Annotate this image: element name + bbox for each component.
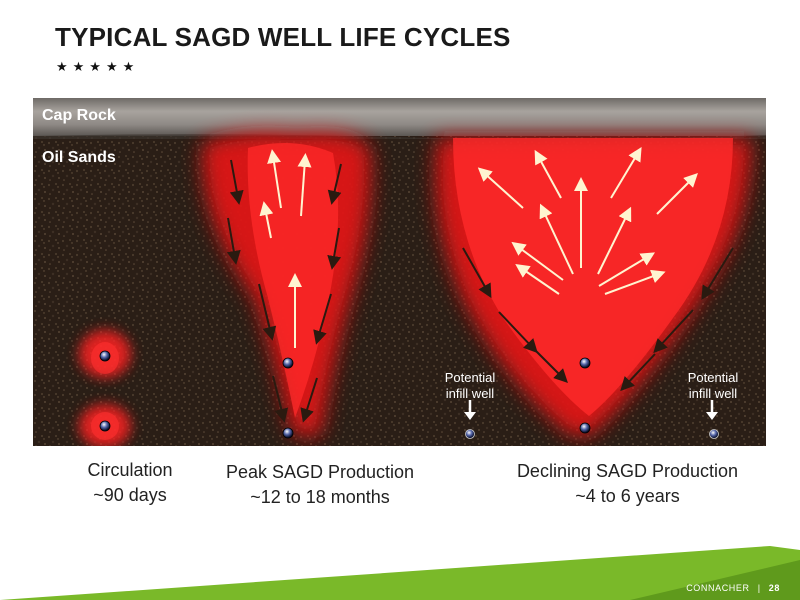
circulation-well-producer <box>99 420 111 432</box>
brand-name: CONNACHER <box>686 583 750 593</box>
stage-title: Circulation <box>87 460 173 480</box>
infill-arrow-left <box>464 400 476 420</box>
stage-duration: ~4 to 6 years <box>575 486 680 506</box>
stage-title: Peak SAGD Production <box>225 462 415 482</box>
sagd-diagram <box>33 98 766 446</box>
infill-label-left-line2: infill well <box>445 386 495 401</box>
cap-rock-layer <box>33 98 766 136</box>
page-number: 28 <box>768 583 780 593</box>
cap-rock-label: Cap Rock <box>42 107 116 124</box>
slide-title: TYPICAL SAGD WELL LIFE CYCLES <box>55 22 511 52</box>
footer-separator: | <box>757 583 761 593</box>
infill-label-right: Potential infill well <box>673 370 753 402</box>
infill-well-left <box>465 429 475 439</box>
infill-arrow-right <box>706 400 718 420</box>
peak-well-injector <box>282 357 294 369</box>
stage-duration: ~12 to 18 months <box>250 487 390 507</box>
oil-sands-label: Oil Sands <box>42 149 116 166</box>
infill-well-right <box>709 429 719 439</box>
declining-sagd-chamber <box>435 138 751 437</box>
stage-title: Declining SAGD Production <box>516 461 739 481</box>
declining-well-producer <box>579 422 591 434</box>
stage-caption-peak: Peak SAGD Production ~12 to 18 months <box>200 460 440 510</box>
peak-well-producer <box>282 427 294 439</box>
declining-well-injector <box>579 357 591 369</box>
stars-decoration: ★★★★★ <box>56 60 140 75</box>
peak-sagd-chamber <box>202 132 371 438</box>
footer-green-band <box>0 546 800 600</box>
stage-caption-declining: Declining SAGD Production ~4 to 6 years <box>490 459 765 509</box>
footer-brand: CONNACHER | 28 <box>686 583 780 593</box>
stage-caption-circulation: Circulation ~90 days <box>60 458 200 508</box>
infill-label-left: Potential infill well <box>430 370 510 402</box>
circulation-well-injector <box>99 350 111 362</box>
infill-label-right-line2: infill well <box>688 386 738 401</box>
infill-label-right-line1: Potential <box>687 370 739 385</box>
stage-duration: ~90 days <box>93 485 167 505</box>
infill-label-left-line1: Potential <box>444 370 496 385</box>
